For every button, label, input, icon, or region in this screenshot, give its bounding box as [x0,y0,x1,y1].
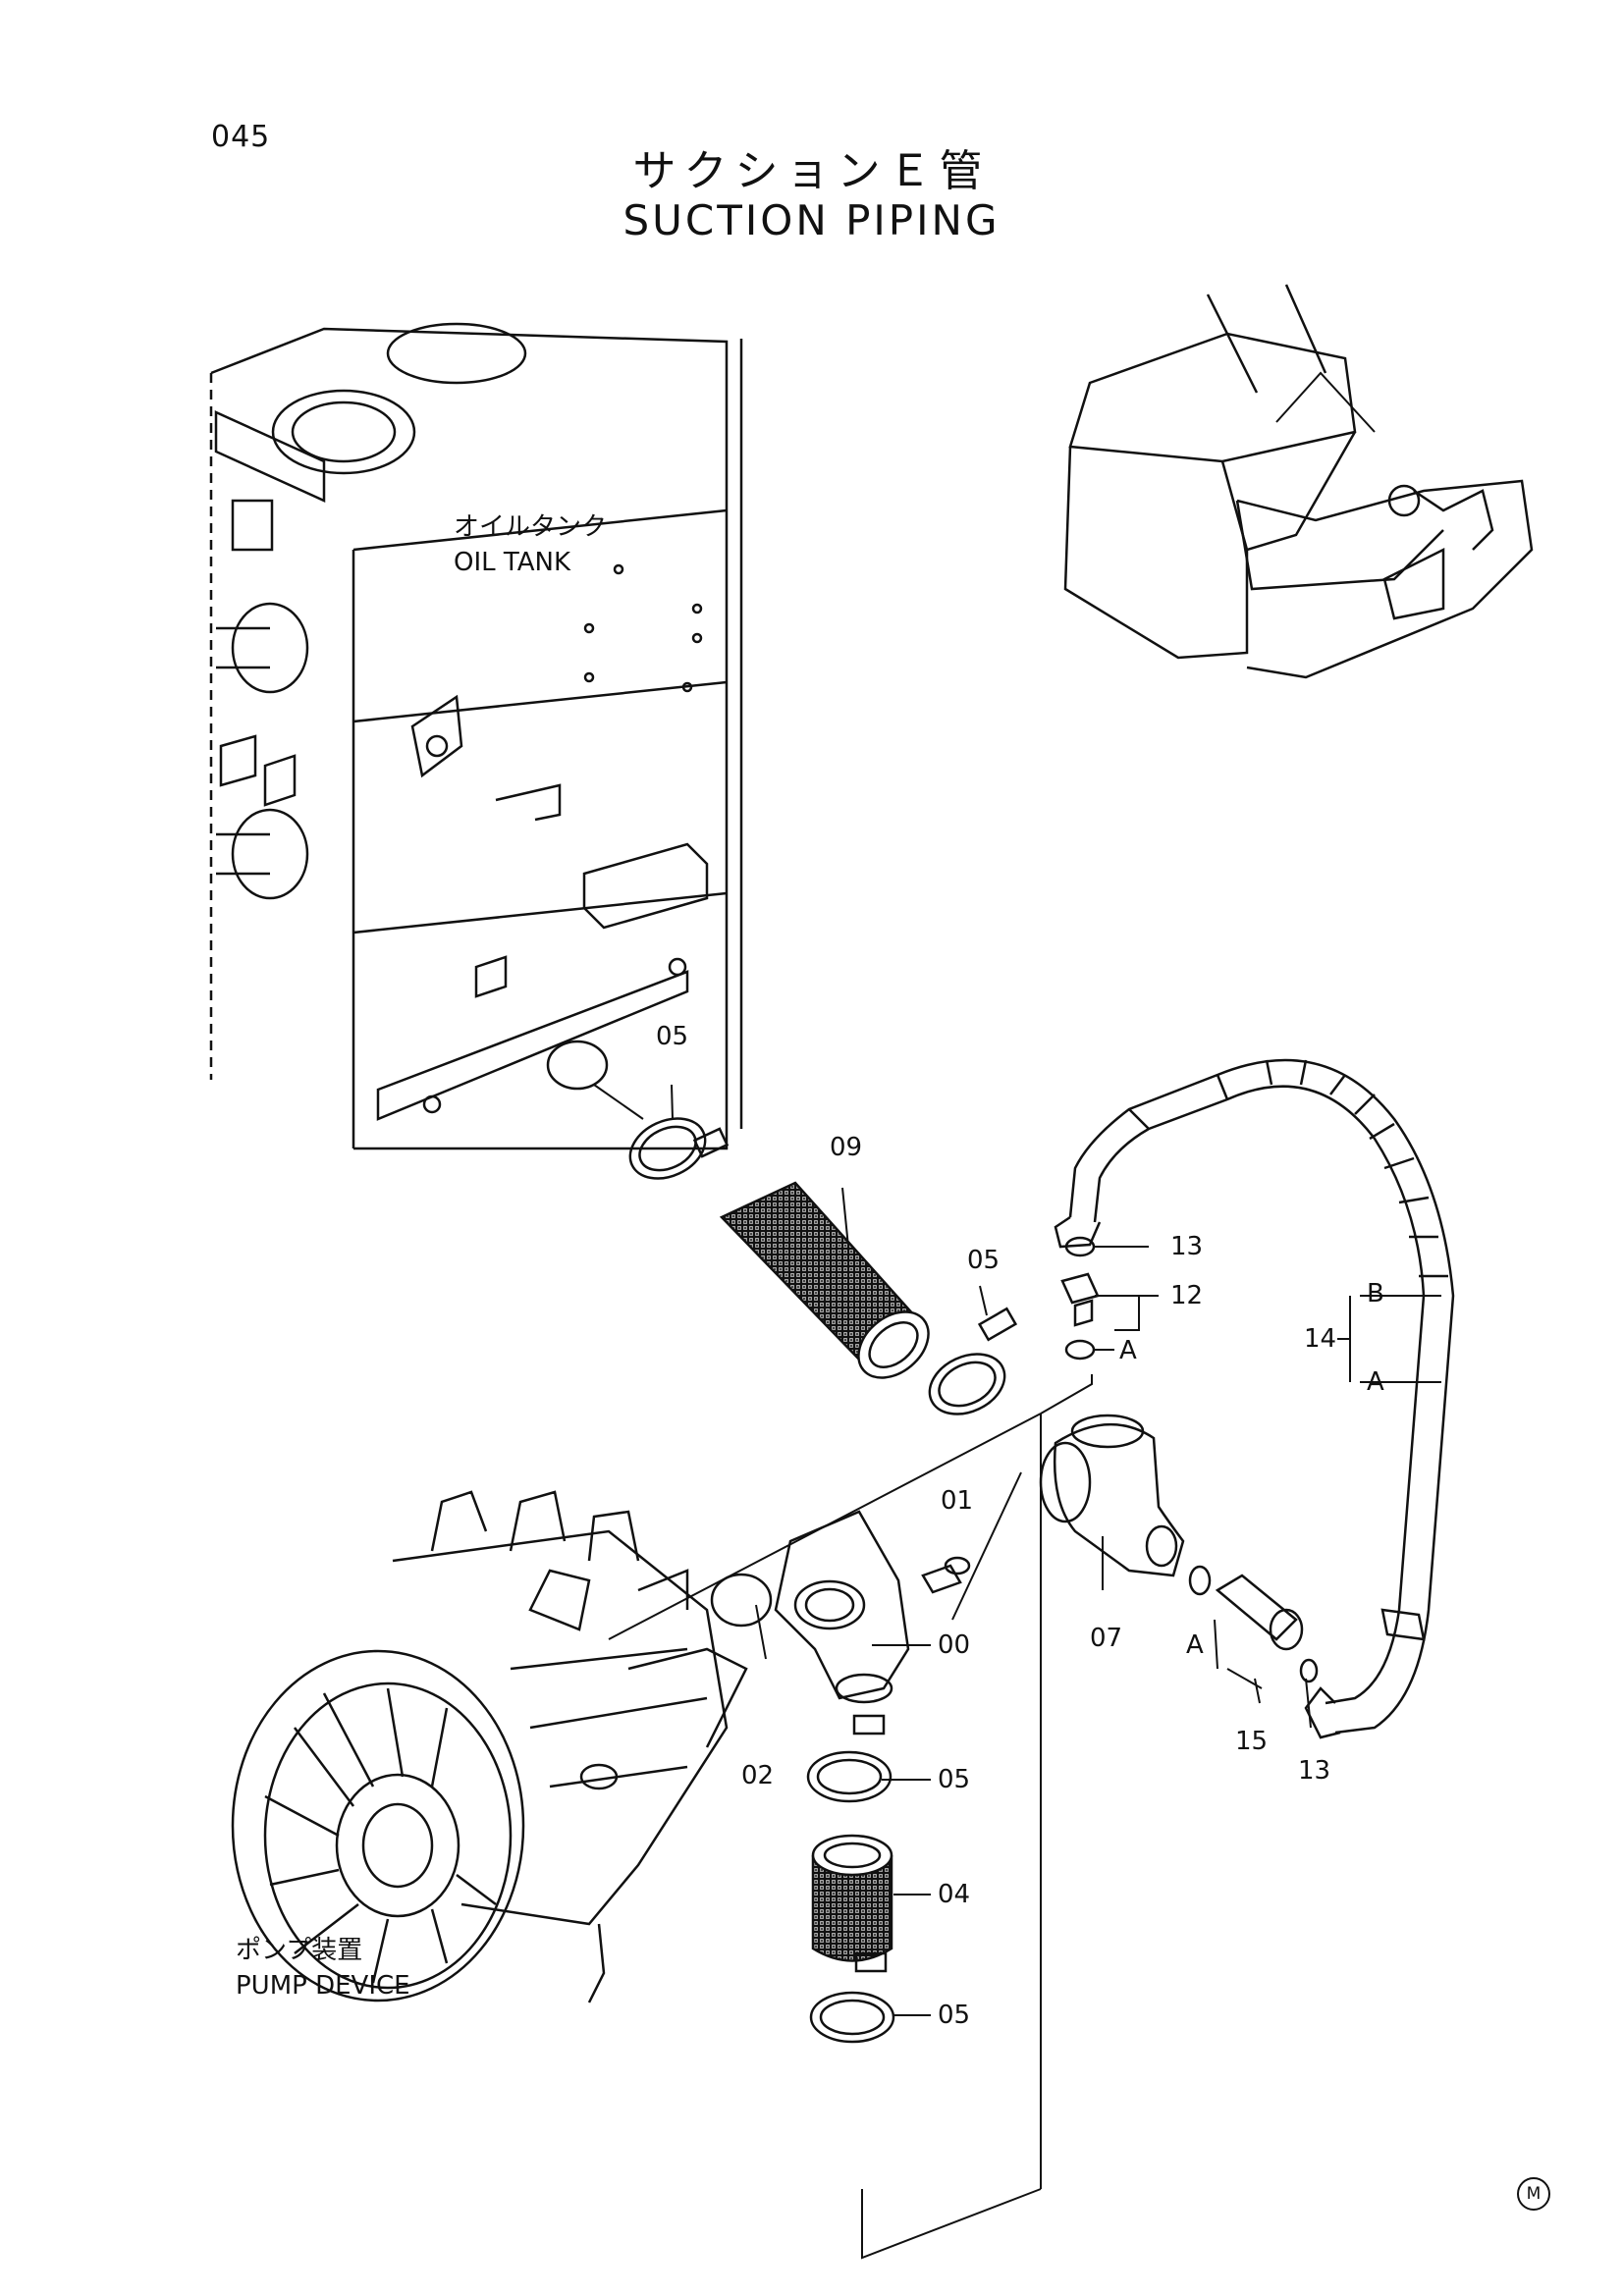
callout-01: 01 [941,1486,974,1516]
callout-05-top: 05 [656,1022,689,1051]
excavator-location-inset [1063,284,1534,679]
callout-04: 04 [938,1880,971,1909]
callout-09: 09 [830,1133,863,1162]
callout-05-low2: 05 [938,2001,971,2030]
page-number: 045 [211,120,271,154]
callout-05-mid: 05 [967,1246,1001,1275]
oil-tank-drawing [209,322,743,1150]
callout-12: 12 [1170,1281,1204,1310]
callout-02: 02 [741,1761,775,1790]
oil-tank-label-en: OIL TANK [454,548,571,577]
callout-a-top: A [1119,1336,1137,1365]
callout-15: 15 [1235,1727,1269,1756]
callout-13-low: 13 [1298,1756,1331,1786]
page-title-japanese: サクションＥ管 [632,146,991,196]
manufacturer-mark: M [1517,2177,1550,2211]
oil-tank-label-jp: オイルタンク [454,512,608,542]
callout-a-hose: A [1367,1367,1384,1397]
callout-a-low: A [1186,1630,1204,1660]
callout-13-top: 13 [1170,1232,1204,1261]
pump-device-label-jp: ポンプ装置 [236,1936,363,1965]
pump-device-drawing [231,1490,748,2003]
callout-14: 14 [1304,1324,1337,1354]
pump-device-label-en: PUMP DEVICE [236,1971,410,2001]
callout-05-low1: 05 [938,1765,971,1794]
callout-07: 07 [1090,1624,1123,1653]
page-title-english: SUCTION PIPING [622,196,1001,244]
parts [628,1058,1455,2044]
callout-00: 00 [938,1630,971,1660]
callout-b: B [1367,1279,1384,1308]
leader-lines [593,1084,1441,2260]
